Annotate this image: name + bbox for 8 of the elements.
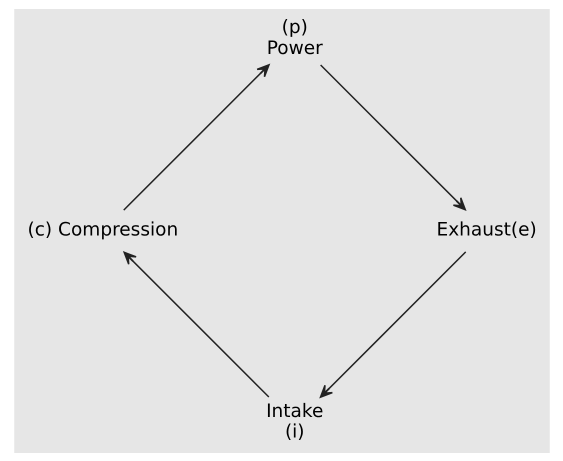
arrow	[122, 64, 270, 210]
arrow	[319, 250, 466, 398]
node-text: (p) Power	[266, 16, 322, 58]
node-text: (c) Compression	[27, 218, 178, 240]
node-text: Exhaust(e)	[436, 218, 536, 240]
arrow	[320, 64, 466, 210]
node-text: Intake (i)	[266, 400, 323, 442]
arrow	[122, 251, 269, 398]
